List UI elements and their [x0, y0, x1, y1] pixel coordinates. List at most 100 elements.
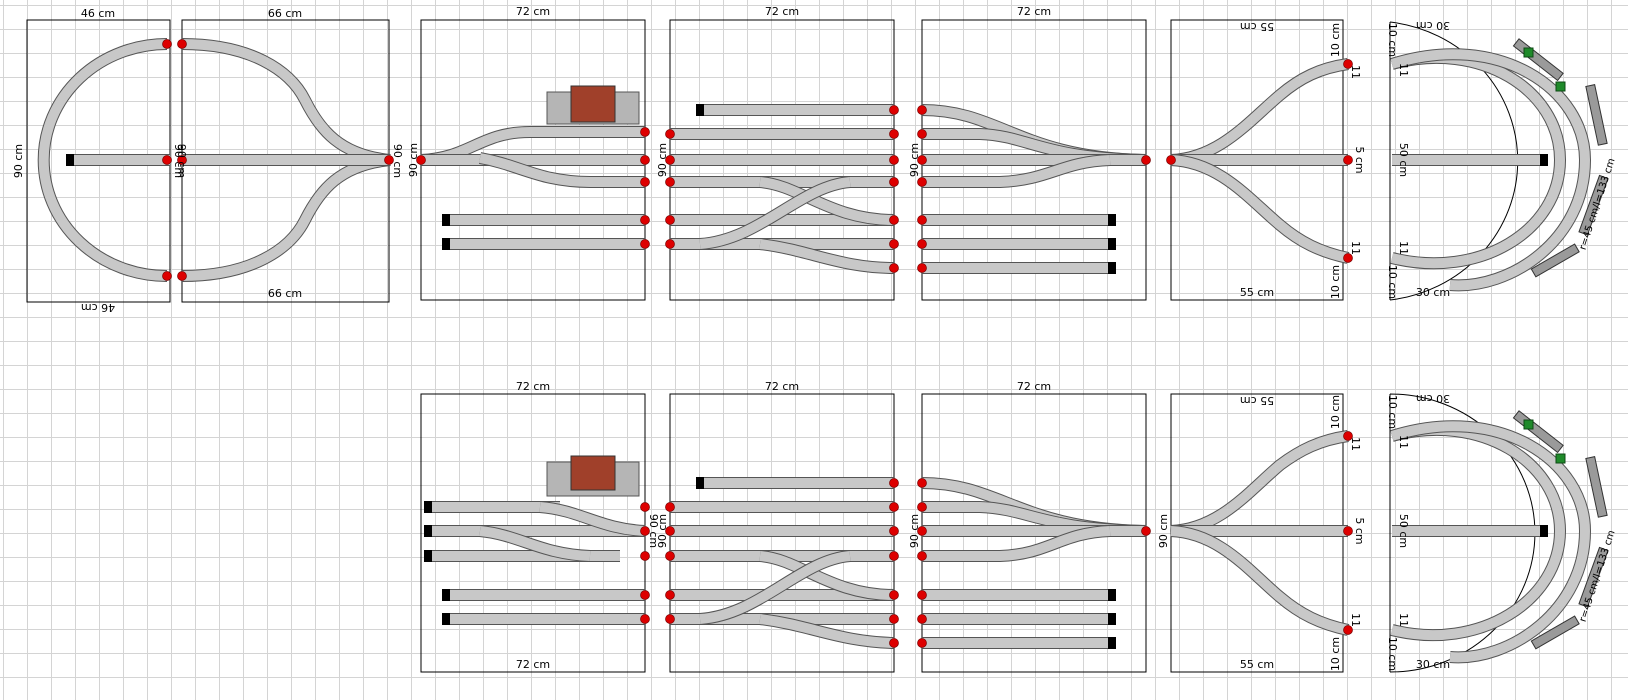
dim-label-small: 11	[1397, 613, 1410, 627]
connector-point[interactable]	[889, 129, 899, 139]
dim-label-right-mid: 5 cm	[1353, 517, 1366, 544]
train[interactable]	[1512, 410, 1609, 650]
connector-point[interactable]	[889, 502, 899, 512]
connector-point[interactable]	[640, 127, 650, 137]
connector-point[interactable]	[917, 263, 927, 273]
module-3[interactable]: 72 cm 90 cm	[407, 5, 650, 301]
connector-point[interactable]	[640, 215, 650, 225]
connector-point[interactable]	[177, 271, 187, 281]
connector-point[interactable]	[917, 155, 927, 165]
connector-point[interactable]	[889, 155, 899, 165]
dim-label-top: 72 cm	[765, 5, 799, 18]
connector-point[interactable]	[640, 590, 650, 600]
module-7[interactable]: 30 cm 30 cm 10 cm 10 cm 50 cm 11 11 r=45…	[1386, 19, 1618, 301]
connector-point[interactable]	[1166, 155, 1176, 165]
dim-label-top: 30 cm	[1416, 19, 1450, 32]
dim-label-bottom: 72 cm	[516, 658, 550, 671]
connector-point[interactable]	[917, 215, 927, 225]
connector-point[interactable]	[640, 551, 650, 561]
connector-point[interactable]	[889, 177, 899, 187]
connector-point[interactable]	[665, 155, 675, 165]
connector-point[interactable]	[665, 526, 675, 536]
buffer-stop	[424, 525, 432, 537]
dim-label-right: 90 cm	[391, 144, 404, 178]
connector-point[interactable]	[665, 177, 675, 187]
connector-point[interactable]	[665, 590, 675, 600]
connector-point[interactable]	[162, 271, 172, 281]
connector-point[interactable]	[889, 551, 899, 561]
connector-point[interactable]	[917, 129, 927, 139]
dim-label-top: 46 cm	[81, 7, 115, 20]
module-12[interactable]: 30 cm 30 cm 10 cm 10 cm 50 cm 11 11 r=45…	[1386, 392, 1618, 673]
connector-point[interactable]	[177, 155, 187, 165]
dim-label-bottom: 66 cm	[268, 287, 302, 300]
dim-label-left: 90 cm	[656, 514, 669, 548]
connector-point[interactable]	[384, 155, 394, 165]
connector-point[interactable]	[640, 155, 650, 165]
connector-point[interactable]	[162, 39, 172, 49]
connector-point[interactable]	[917, 502, 927, 512]
building-roof	[570, 455, 616, 491]
module-4[interactable]: 72 cm 90 cm	[656, 5, 899, 301]
connector-point[interactable]	[640, 502, 650, 512]
connector-point[interactable]	[640, 177, 650, 187]
dim-label-top: 72 cm	[1017, 5, 1051, 18]
module-10[interactable]: 72 cm 90 cm	[908, 380, 1151, 673]
buffer-stop	[442, 589, 450, 601]
connector-point[interactable]	[665, 239, 675, 249]
connector-point[interactable]	[1343, 625, 1353, 635]
connector-point[interactable]	[917, 177, 927, 187]
connector-point[interactable]	[889, 590, 899, 600]
connector-point[interactable]	[917, 526, 927, 536]
connector-point[interactable]	[889, 105, 899, 115]
connector-point[interactable]	[889, 638, 899, 648]
connector-point[interactable]	[416, 155, 426, 165]
connector-point[interactable]	[889, 478, 899, 488]
connector-point[interactable]	[162, 155, 172, 165]
connector-point[interactable]	[917, 105, 927, 115]
connector-point[interactable]	[1141, 526, 1151, 536]
connector-point[interactable]	[917, 478, 927, 488]
connector-point[interactable]	[1343, 431, 1353, 441]
buffer-stop	[1108, 262, 1116, 274]
module-8[interactable]: 72 cm 72 cm 90 cm	[420, 380, 660, 673]
connector-point[interactable]	[1141, 155, 1151, 165]
connector-point[interactable]	[665, 502, 675, 512]
module-6[interactable]: 55 cm 55 cm 10 cm 10 cm 5 cm 11 11	[1166, 19, 1367, 301]
connector-point[interactable]	[177, 39, 187, 49]
buffer-stop	[1108, 214, 1116, 226]
connector-point[interactable]	[1343, 253, 1353, 263]
connector-point[interactable]	[889, 239, 899, 249]
connector-point[interactable]	[1343, 59, 1353, 69]
connector-point[interactable]	[917, 239, 927, 249]
connector-point[interactable]	[1343, 155, 1353, 165]
connector-point[interactable]	[917, 590, 927, 600]
connector-point[interactable]	[1343, 526, 1353, 536]
buffer-stop	[442, 214, 450, 226]
connector-point[interactable]	[665, 215, 675, 225]
dim-label-right-top: 10 cm	[1329, 23, 1342, 57]
connector-point[interactable]	[640, 239, 650, 249]
connector-point[interactable]	[665, 614, 675, 624]
module-2[interactable]: 66 cm 66 cm 90 cm 90 cm	[175, 7, 404, 303]
connector-point[interactable]	[917, 551, 927, 561]
buffer-stop	[1108, 613, 1116, 625]
connector-point[interactable]	[640, 526, 650, 536]
connector-point[interactable]	[917, 638, 927, 648]
connector-point[interactable]	[889, 526, 899, 536]
connector-point[interactable]	[889, 215, 899, 225]
dim-label-left-bottom: 10 cm	[1386, 265, 1399, 299]
connector-point[interactable]	[640, 614, 650, 624]
connector-point[interactable]	[665, 129, 675, 139]
connector-point[interactable]	[665, 551, 675, 561]
module-9[interactable]: 72 cm 90 cm	[656, 380, 899, 673]
module-1[interactable]: 46 cm 46 cm 90 cm 90 cm	[12, 7, 185, 314]
buffer-stop	[1540, 154, 1548, 166]
module-11[interactable]: 55 cm 55 cm 90 cm 10 cm 10 cm 5 cm 11 11	[1157, 393, 1366, 673]
train[interactable]	[1512, 38, 1609, 278]
module-5[interactable]: 72 cm 90 cm	[908, 5, 1151, 301]
connector-point[interactable]	[889, 614, 899, 624]
connector-point[interactable]	[917, 614, 927, 624]
connector-point[interactable]	[889, 263, 899, 273]
